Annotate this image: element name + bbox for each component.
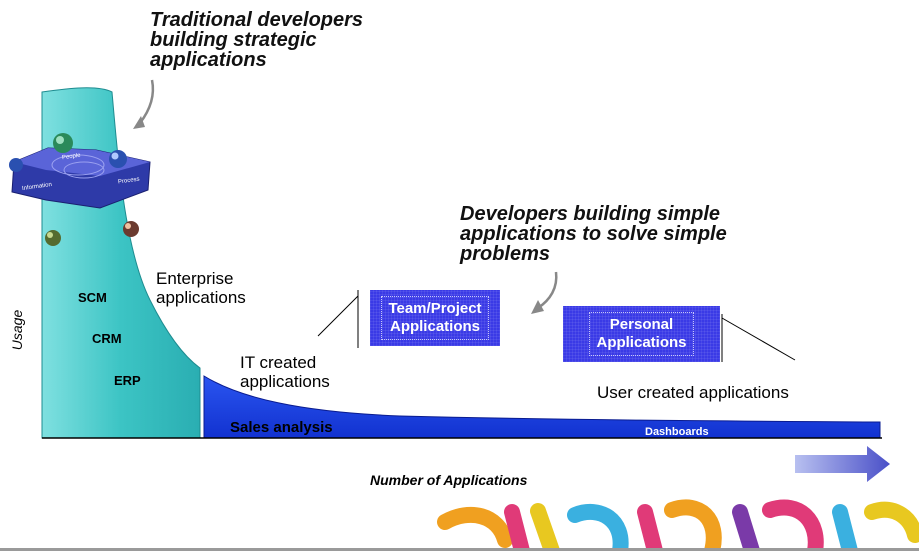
callout-line: Traditional developers [150,9,364,31]
label-it-created-applications: IT created applications [240,353,330,391]
puzzle-icon [9,133,151,246]
callout-traditional-developers: Traditional developers building strategi… [150,10,363,70]
enterprise-item-scm: SCM [78,290,107,305]
enterprise-item-crm: CRM [92,331,122,346]
enterprise-item-erp: ERP [114,373,141,388]
tail-item-dashboards: Dashboards [645,426,709,438]
label-user-created-applications: User created applications [597,383,789,402]
callout-line: building strategic [150,29,317,51]
callout-line: Developers building simple [460,203,721,225]
x-axis-label: Number of Applications [370,472,528,488]
bottom-divider [0,548,919,551]
callout-line: applications to solve simple [460,223,727,245]
y-axis-label-usage: Usage [9,309,25,351]
label-enterprise-applications: Enterprise applications [156,269,246,307]
personal-applications-box: Personal Applications [563,306,720,362]
team-project-applications-box: Team/Project Applications [370,290,500,346]
x-axis-arrow-icon [795,446,890,482]
tail-item-sales-analysis: Sales analysis [230,419,333,436]
callout-arrow-traditional [139,79,155,124]
callout-arrow-simple [537,271,558,310]
tail-curve-area [203,375,881,439]
callout-simple-developers: Developers building simple applications … [460,204,727,264]
decorative-logo [437,499,919,551]
callout-line: problems [460,243,551,265]
callout-line: applications [150,49,267,71]
